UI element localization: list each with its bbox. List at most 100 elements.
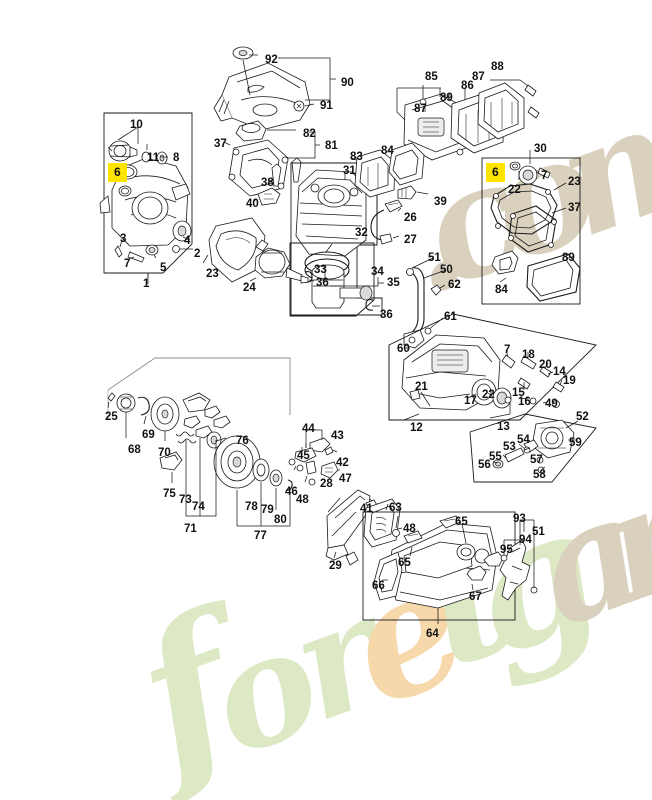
callout-66: 66: [372, 580, 385, 592]
callout-75: 75: [163, 488, 176, 500]
callout-53: 53: [503, 441, 516, 453]
callout-95: 95: [500, 544, 513, 556]
group-crankcase-right: [388, 313, 597, 421]
callout-11: 11: [147, 152, 160, 164]
group-crankshaft: [202, 217, 309, 284]
callout-28: 28: [320, 478, 333, 490]
callout-62: 62: [448, 279, 461, 291]
callout-6-highlighted[interactable]: 6: [486, 163, 505, 182]
callout-65: 65: [455, 516, 468, 528]
callout-60: 60: [397, 343, 410, 355]
callout-61: 61: [444, 311, 457, 323]
callout-20: 20: [539, 359, 552, 371]
callout-93: 93: [513, 513, 526, 525]
group-handle: [325, 489, 403, 566]
callout-24: 24: [243, 282, 256, 294]
callout-58: 58: [533, 469, 546, 481]
callout-7: 7: [504, 344, 511, 356]
callout-30: 30: [534, 143, 547, 155]
callout-52: 52: [576, 411, 589, 423]
callout-64: 64: [426, 628, 439, 640]
group-air-filter: [396, 79, 540, 161]
callout-73: 73: [179, 494, 192, 506]
callout-7: 7: [124, 258, 131, 270]
callout-37: 37: [214, 138, 227, 150]
callout-54: 54: [517, 434, 530, 446]
callout-82: 82: [303, 128, 316, 140]
callout-42: 42: [336, 457, 349, 469]
callout-37: 37: [568, 202, 581, 214]
callout-5: 5: [160, 262, 167, 274]
callout-43: 43: [331, 430, 344, 442]
callout-91: 91: [320, 100, 333, 112]
callout-23: 23: [206, 268, 219, 280]
callout-21: 21: [415, 381, 428, 393]
callout-83: 83: [350, 151, 363, 163]
group-top-cover: [213, 46, 336, 165]
callout-50: 50: [440, 264, 453, 276]
callout-15: 15: [512, 387, 525, 399]
callout-84: 84: [495, 284, 508, 296]
callout-2: 2: [194, 248, 201, 260]
group-clutch: [107, 357, 293, 527]
callout-36: 36: [316, 277, 329, 289]
callout-32: 32: [355, 227, 368, 239]
callout-40: 40: [246, 198, 259, 210]
callout-88: 88: [491, 61, 504, 73]
callout-14: 14: [553, 366, 566, 378]
callout-87: 87: [414, 103, 427, 115]
callout-23: 23: [568, 176, 581, 188]
callout-68: 68: [128, 444, 141, 456]
callout-86: 86: [461, 80, 474, 92]
callout-35: 35: [387, 277, 400, 289]
callout-44: 44: [302, 423, 315, 435]
group-side-cover: [362, 511, 516, 624]
callout-47: 47: [339, 473, 352, 485]
callout-22: 22: [508, 184, 521, 196]
callout-29: 29: [329, 560, 342, 572]
callout-55: 55: [489, 451, 502, 463]
callout-10: 10: [130, 119, 143, 131]
group-oil-pump: [469, 413, 597, 483]
callout-81: 81: [325, 140, 338, 152]
callout-26: 26: [404, 212, 417, 224]
callout-87: 87: [472, 71, 485, 83]
group-gasket-right: [481, 150, 581, 305]
callout-8: 8: [173, 152, 180, 164]
callout-84: 84: [381, 145, 394, 157]
callout-56: 56: [478, 459, 491, 471]
callout-71: 71: [184, 523, 197, 535]
callout-89: 89: [440, 92, 453, 104]
callout-63: 63: [389, 502, 402, 514]
callout-17: 17: [464, 395, 477, 407]
callout-19: 19: [563, 375, 576, 387]
callout-67: 67: [469, 591, 482, 603]
callout-48: 48: [403, 523, 416, 535]
group-piston: [289, 242, 384, 317]
callout-49: 49: [545, 398, 558, 410]
callout-31: 31: [343, 165, 356, 177]
callout-13: 13: [497, 421, 510, 433]
callout-48: 48: [296, 494, 309, 506]
callout-74: 74: [192, 501, 205, 513]
callout-90: 90: [341, 77, 354, 89]
callout-6-highlighted[interactable]: 6: [108, 163, 127, 182]
group-trigger: [288, 429, 340, 486]
callout-80: 80: [274, 514, 287, 526]
callout-79: 79: [261, 504, 274, 516]
callout-3: 3: [120, 233, 127, 245]
group-muffler-gaskets: [351, 142, 425, 198]
callout-78: 78: [245, 501, 258, 513]
callout-41: 41: [360, 503, 373, 515]
callout-59: 59: [569, 437, 582, 449]
group-crankcase-left: [99, 112, 193, 284]
callout-22: 22: [482, 389, 495, 401]
callout-7: 7: [541, 170, 548, 182]
callout-1: 1: [143, 278, 150, 290]
group-chain-brake: [499, 519, 538, 601]
callout-76: 76: [236, 435, 249, 447]
callout-33: 33: [314, 264, 327, 276]
callout-70: 70: [158, 447, 171, 459]
callout-94: 94: [519, 534, 532, 546]
